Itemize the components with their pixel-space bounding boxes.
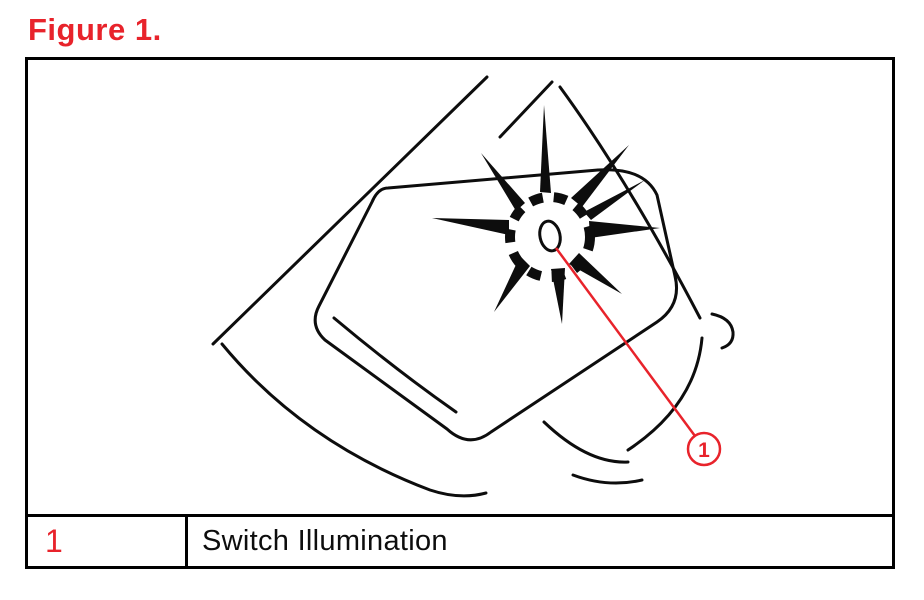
starburst-icon: [432, 105, 660, 324]
console-outline-lines: [211, 75, 735, 498]
callout-circle: [686, 431, 722, 467]
callout-number: 1: [698, 439, 710, 462]
callout: 1: [554, 247, 722, 467]
console-illustration: 1: [211, 75, 735, 498]
callout-leader-line: [554, 247, 697, 437]
legend-row: 1 Switch Illumination: [25, 514, 895, 569]
figure-illustration-box: 1: [25, 57, 895, 517]
legend-table: 1 Switch Illumination: [25, 514, 895, 569]
legend-item-number: 1: [25, 514, 188, 569]
legend-item-description: Switch Illumination: [185, 514, 895, 569]
figure-title: Figure 1.: [28, 12, 162, 47]
switch-button: [538, 219, 562, 253]
illumination-dash-ring: [505, 192, 595, 282]
